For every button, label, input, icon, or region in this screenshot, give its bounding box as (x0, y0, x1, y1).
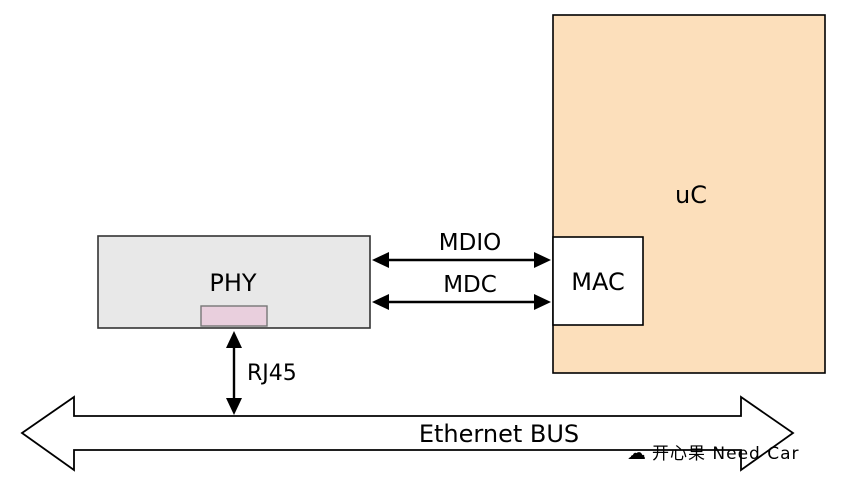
rj45-arrow: RJ45 (226, 331, 297, 415)
mac-box (552, 236, 644, 326)
phy-label: PHY (209, 269, 257, 297)
uc-label: uC (675, 181, 707, 209)
mdio-arrowhead-left (372, 252, 389, 268)
mdio-arrowhead-right (534, 252, 551, 268)
ethernet-bus-label: Ethernet BUS (419, 420, 579, 448)
mdc-arrowhead-left (372, 294, 389, 310)
phy-block: PHY (97, 235, 371, 329)
mac-block: MAC (552, 236, 644, 326)
mdc-arrow: MDC (372, 272, 551, 310)
mdio-arrow: MDIO (372, 230, 551, 268)
watermark-label: 开心果 Need Car (652, 444, 800, 464)
mdc-arrowhead-right (534, 294, 551, 310)
mdio-label: MDIO (439, 230, 501, 256)
mdc-label: MDC (443, 272, 497, 298)
rj45-label: RJ45 (247, 361, 297, 386)
ethernet-bus-arrow (20, 395, 795, 472)
ethernet-bus: Ethernet BUS (20, 395, 795, 472)
rj45-connector (200, 305, 268, 327)
rj45-arrowhead-top (226, 331, 242, 348)
cloud-icon: ☁ (627, 442, 646, 464)
rj45-arrowhead-bottom (226, 398, 242, 415)
mac-label: MAC (571, 268, 624, 296)
watermark: ☁ 开心果 Need Car (627, 442, 800, 464)
